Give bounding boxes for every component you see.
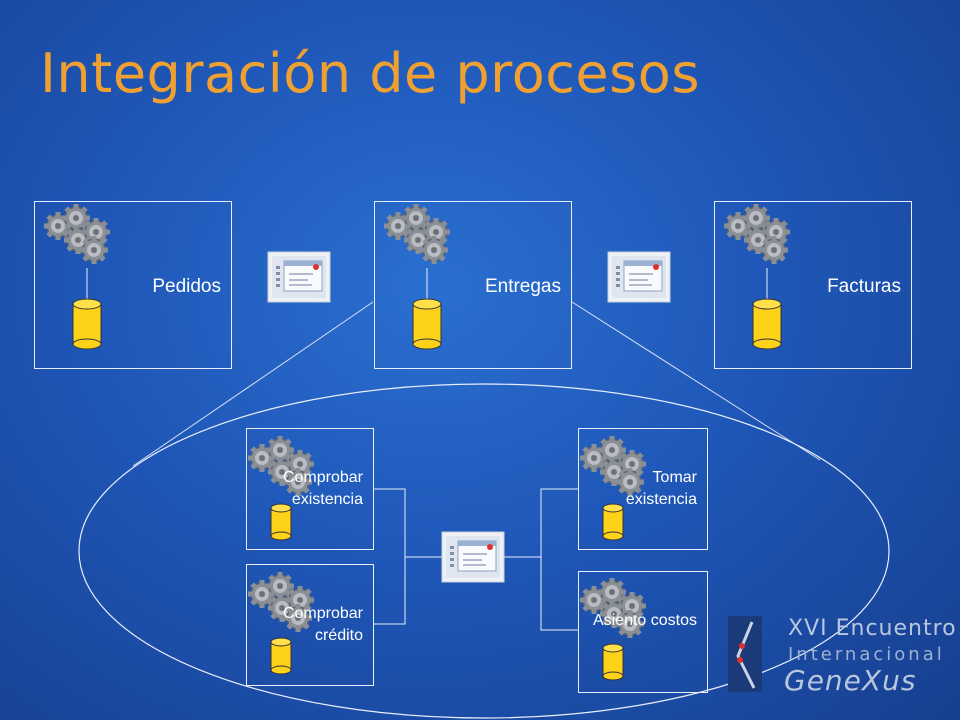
subprocess-box-take-stock: Tomar existencia (578, 428, 708, 550)
genexus-logo: XVI Encuentro Internacional GeneXus (728, 612, 956, 697)
message-icon (267, 251, 331, 303)
message-icon (607, 251, 671, 303)
process-box-facturas: Facturas (714, 201, 912, 369)
subprocess-box-cost-entry: Asiento costos (578, 571, 708, 693)
logo-mark-icon (728, 616, 762, 692)
process-label: Entregas (484, 276, 561, 297)
subprocess-label: Comprobar existencia (282, 469, 363, 508)
logo-line3: GeneXus (784, 664, 917, 697)
subprocess-box-check-credit: Comprobar crédito (246, 564, 374, 686)
process-label: Pedidos (152, 276, 221, 297)
logo-line1: XVI Encuentro (788, 616, 957, 641)
process-label: Facturas (827, 276, 901, 297)
message-icon (441, 531, 505, 583)
process-box-pedidos: Pedidos (34, 201, 232, 369)
page-title: Integración de procesos (40, 42, 700, 105)
process-box-entregas: Entregas (374, 201, 572, 369)
subprocess-label: Comprobar crédito (282, 605, 363, 644)
subprocess-label: Asiento costos (592, 612, 697, 629)
subprocess-label: Tomar existencia (625, 469, 697, 508)
subprocess-box-check-stock: Comprobar existencia (246, 428, 374, 550)
logo-line2: Internacional (788, 644, 945, 665)
